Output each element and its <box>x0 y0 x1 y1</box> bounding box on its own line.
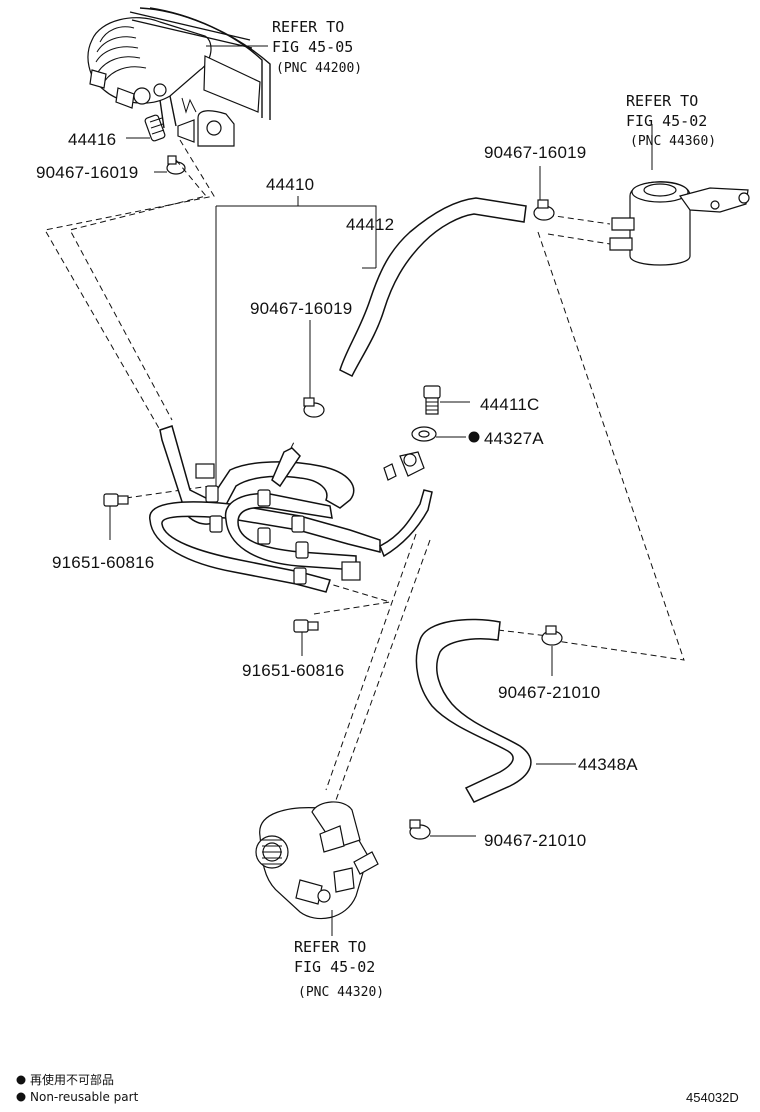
clamp-top-right <box>533 166 555 221</box>
ref-bottom-line1: REFER TO <box>294 938 366 956</box>
ref-top-right-pnc: (PNC 44360) <box>630 134 716 149</box>
reservoir-illustration <box>609 124 750 266</box>
ref-top-left-line1: REFER TO <box>272 18 344 36</box>
routing-guide-lines <box>44 139 685 801</box>
legend-text-cn: 再使用不可部品 <box>30 1072 114 1087</box>
hose-44412 <box>339 197 527 378</box>
legend-text-en: Non-reusable part <box>30 1090 139 1104</box>
ref-top-right-line1: REFER TO <box>626 92 698 110</box>
label-bolt-left: 91651-60816 <box>52 553 154 572</box>
diagram-code: 454032D <box>686 1090 739 1105</box>
ref-top-left-line2: FIG 45-05 <box>272 38 353 56</box>
ref-top-right-line2: FIG 45-02 <box>626 112 707 130</box>
clamp-mid <box>303 320 325 418</box>
label-44412: 44412 <box>346 215 394 234</box>
steering-gear-illustration <box>87 7 271 147</box>
clamp-lower-2 <box>409 819 476 840</box>
hose-44348a <box>415 618 576 803</box>
ref-bottom-line2: FIG 45-02 <box>294 958 375 976</box>
gasket-44327a <box>411 426 480 443</box>
label-44348a: 44348A <box>578 755 638 774</box>
banjo-fitting <box>383 451 425 481</box>
ref-top-left-pnc: (PNC 44200) <box>276 61 362 76</box>
part-44416-union <box>126 114 166 142</box>
label-clamp-lower-1: 90467-21010 <box>498 683 600 702</box>
legend-dot-1 <box>16 1075 26 1085</box>
label-44411c: 44411C <box>480 395 540 414</box>
cooler-pipe-assembly-44410 <box>149 196 433 593</box>
bolt-bottom <box>293 619 319 656</box>
clamp-lower-1 <box>541 625 563 676</box>
label-clamp-lower-2: 90467-21010 <box>484 831 586 850</box>
power-steering-pump-illustration <box>255 801 379 936</box>
label-44410: 44410 <box>266 175 314 194</box>
bolt-left <box>103 493 129 540</box>
label-44416: 44416 <box>68 130 116 149</box>
label-bolt-bottom: 91651-60816 <box>242 661 344 680</box>
label-clamp-top-right: 90467-16019 <box>484 143 586 162</box>
clamp-top-left <box>154 155 186 175</box>
ref-bottom-pnc: (PNC 44320) <box>298 985 384 1000</box>
union-bolt-44411c <box>423 385 470 415</box>
label-clamp-top-left: 90467-16019 <box>36 163 138 182</box>
legend-dot-2 <box>16 1092 26 1102</box>
label-clamp-mid: 90467-16019 <box>250 299 352 318</box>
label-44327a: 44327A <box>484 429 544 448</box>
